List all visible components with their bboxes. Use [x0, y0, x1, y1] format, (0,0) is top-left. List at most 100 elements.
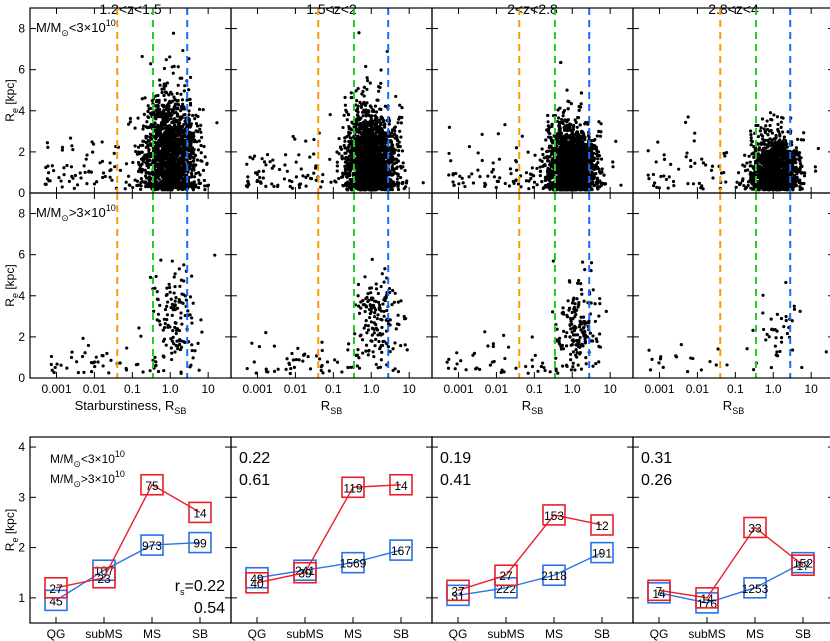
- scatter-point: [387, 122, 391, 126]
- scatter-point: [285, 169, 289, 173]
- scatter-point: [245, 162, 249, 166]
- scatter-point: [146, 145, 150, 149]
- scatter-point: [78, 171, 82, 175]
- scatter-point: [131, 160, 135, 165]
- scatter-point: [277, 167, 282, 172]
- scatter-point: [181, 106, 185, 110]
- scatter-point: [139, 176, 144, 181]
- scatter-point: [383, 122, 387, 127]
- scatter-point: [178, 132, 183, 137]
- scatter-point: [159, 126, 163, 130]
- scatter-point: [127, 183, 131, 187]
- scatter-point: [359, 155, 364, 159]
- scatter-point: [383, 184, 387, 188]
- scatter-point: [205, 184, 209, 188]
- scatter-point: [374, 166, 378, 170]
- scatter-point: [150, 182, 155, 186]
- scatter-point: [364, 64, 368, 69]
- scatter-point: [180, 98, 185, 102]
- scatter-point: [170, 92, 174, 96]
- scatter-point: [373, 158, 377, 162]
- scatter-point: [196, 148, 200, 152]
- scatter-point: [180, 176, 184, 180]
- scatter-point: [171, 99, 175, 103]
- scatter-point: [565, 88, 569, 92]
- scatter-point: [382, 167, 386, 171]
- scatter-point: [376, 120, 380, 124]
- scatter-point: [161, 122, 165, 126]
- scatter-point: [546, 120, 550, 124]
- scatter-point: [83, 170, 87, 174]
- scatter-point: [360, 165, 364, 169]
- scatter-point: [173, 171, 177, 175]
- scatter-point: [149, 62, 153, 66]
- scatter-point: [149, 137, 154, 141]
- scatter-point: [367, 145, 372, 149]
- scatter-point: [372, 143, 376, 147]
- scatter-point: [147, 139, 151, 143]
- scatter-point: [401, 161, 405, 165]
- scatter-point: [170, 108, 174, 112]
- scatter-point: [202, 144, 206, 149]
- scatter-point: [46, 145, 50, 149]
- scatter-point: [135, 179, 140, 183]
- scatter-point: [261, 169, 266, 173]
- scatter-point: [168, 167, 172, 171]
- scatter-point: [354, 159, 358, 163]
- scatter-point: [304, 184, 308, 188]
- scatter-point: [248, 155, 252, 159]
- scatter-point: [188, 144, 193, 148]
- scatter-point: [394, 94, 398, 99]
- scatter-point: [50, 164, 54, 168]
- scatter-point: [264, 184, 268, 188]
- panel-frame: [230, 7, 433, 194]
- scatter-point: [162, 84, 166, 88]
- scatter-point: [164, 58, 168, 62]
- scatter-point: [180, 171, 185, 176]
- scatter-point: [356, 143, 360, 147]
- scatter-point: [394, 161, 398, 165]
- scatter-point: [136, 169, 141, 174]
- scatter-point: [294, 175, 298, 179]
- scatter-point: [143, 154, 147, 159]
- scatter-point: [149, 172, 153, 176]
- scatter-point: [371, 179, 375, 183]
- scatter-point: [188, 75, 193, 80]
- scatter-point: [167, 147, 171, 151]
- scatter-point: [556, 116, 561, 120]
- scatter-point: [153, 112, 157, 116]
- scatter-point: [148, 142, 153, 146]
- scatter-point: [364, 147, 368, 151]
- scatter-point: [397, 148, 401, 153]
- scatter-point: [379, 81, 383, 85]
- scatter-point: [118, 168, 123, 172]
- scatter-point: [181, 184, 185, 188]
- scatter-point: [335, 164, 339, 168]
- scatter-point: [391, 162, 395, 166]
- scatter-point: [146, 126, 151, 130]
- scatter-point: [391, 172, 395, 177]
- scatter-point: [154, 180, 158, 184]
- scatter-point: [173, 135, 177, 139]
- scatter-point: [380, 178, 384, 183]
- scatter-point: [381, 119, 385, 123]
- scatter-point: [192, 131, 196, 135]
- scatter-point: [183, 177, 187, 182]
- scatter-point: [140, 150, 144, 154]
- scatter-point: [282, 177, 287, 181]
- mass-bin-label-0: M/M⊙<3×1010: [36, 18, 116, 38]
- scatter-point: [391, 180, 395, 184]
- scatter-point: [395, 165, 399, 169]
- scatter-point: [167, 159, 171, 164]
- scatter-point: [378, 147, 383, 151]
- scatter-point: [197, 107, 202, 111]
- scatter-point: [244, 184, 249, 188]
- scatter-point: [154, 104, 158, 108]
- scatter-point: [399, 175, 403, 180]
- scatter-point: [137, 183, 142, 187]
- scatter-point: [345, 175, 349, 179]
- scatter-point: [377, 153, 381, 158]
- scatter-point: [189, 135, 193, 139]
- scatter-point: [349, 91, 353, 95]
- scatter-point: [365, 76, 369, 80]
